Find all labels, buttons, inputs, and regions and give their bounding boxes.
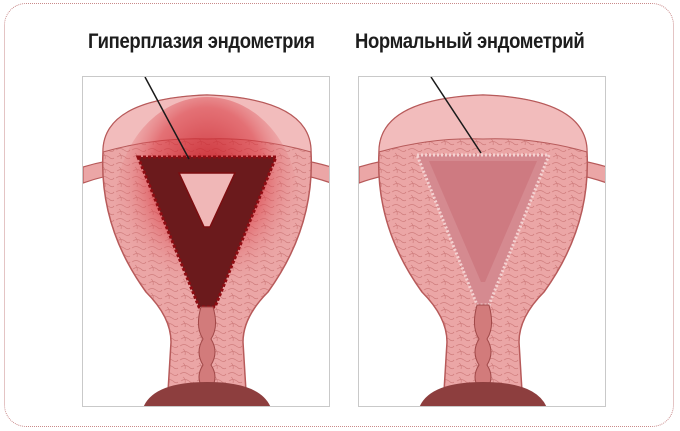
vaginal-opening bbox=[419, 382, 547, 407]
hyperplasia-panel bbox=[82, 76, 330, 407]
hyperplasia-title: Гиперплазия эндометрия bbox=[88, 30, 315, 54]
cervical-canal bbox=[474, 305, 491, 389]
normal-title: Нормальный эндометрий bbox=[355, 30, 584, 54]
normal-panel bbox=[358, 76, 606, 407]
hyperplasia-uterus-illustration bbox=[83, 77, 330, 407]
normal-uterus-illustration bbox=[359, 77, 606, 407]
vaginal-opening bbox=[143, 382, 271, 407]
cervical-canal bbox=[198, 307, 215, 389]
